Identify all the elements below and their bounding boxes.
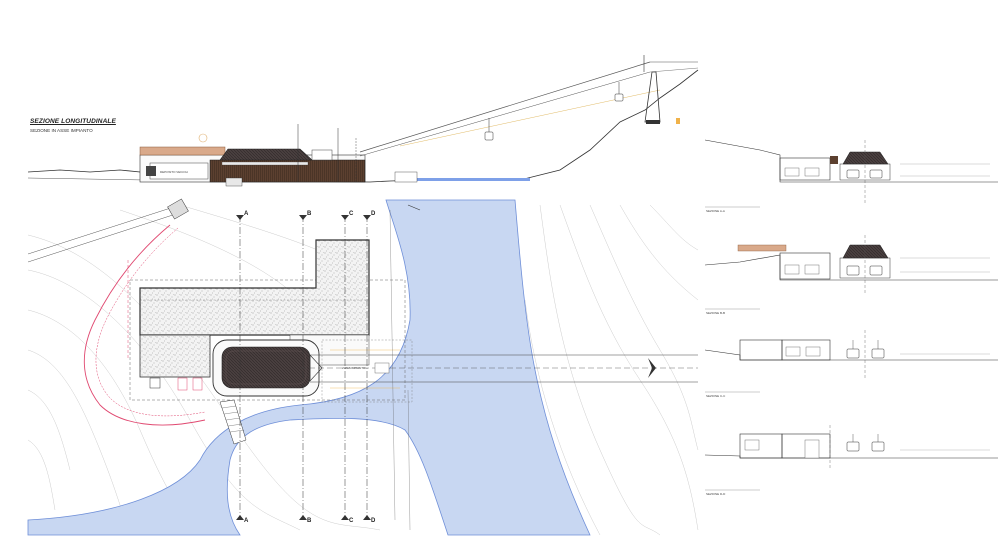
section-d-d: [704, 425, 998, 491]
section-label-c-top: C: [349, 211, 354, 217]
cable-upper: [359, 61, 651, 153]
section-label-b-top: B: [307, 211, 312, 217]
drawing-subtitle: SEZIONE IN ASSE IMPIANTO: [30, 128, 93, 133]
section-caption-b: SEZIONE B-B: [706, 311, 726, 315]
section-label-a-top: A: [244, 211, 249, 217]
station-footprint: [139, 239, 370, 336]
longitudinal-section: [27, 55, 699, 187]
bullwheel: [221, 346, 311, 389]
water-body: [27, 199, 591, 536]
water-elevation: [410, 178, 530, 181]
section-caption-d: SEZIONE D-D: [706, 492, 726, 496]
plan-view: [27, 198, 699, 536]
drawing-title: SEZIONE LONGITUDINALE: [30, 118, 116, 125]
section-c-c: [704, 330, 998, 393]
cabin-on-line: [484, 82, 624, 141]
elevation-room-label: DEPOSITO VEICOLI: [160, 170, 189, 174]
section-b-b: [704, 235, 998, 310]
access-route: [83, 224, 206, 426]
section-label-d-top: D: [371, 211, 376, 217]
stair-ramp: [219, 399, 247, 445]
section-label-c-bottom: C: [349, 518, 354, 524]
cable-lower: [359, 71, 651, 157]
station-roof: [219, 148, 313, 161]
cross-sections: [704, 139, 998, 491]
section-caption-c: SEZIONE C-C: [706, 394, 726, 398]
section-a-a: [704, 139, 998, 208]
section-label-b-bottom: B: [307, 518, 312, 524]
section-caption-a: SEZIONE A-A: [706, 209, 725, 213]
section-label-a-bottom: A: [244, 518, 249, 524]
pylon: [644, 71, 661, 123]
section-label-d-bottom: D: [371, 518, 376, 524]
plan-room-label: ZONA IMPIANTO: [342, 366, 366, 370]
